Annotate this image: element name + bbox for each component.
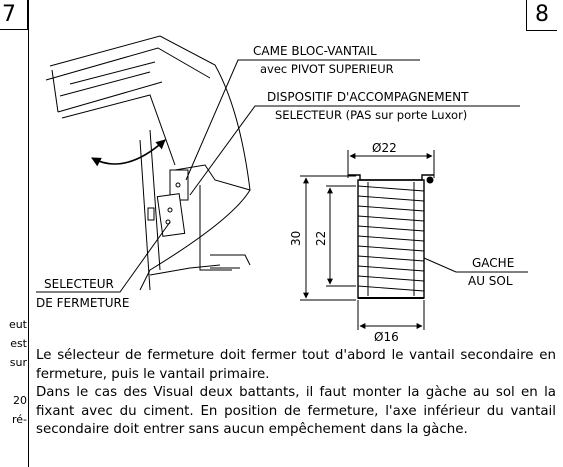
callout-came-title: CAME BLOC-VANTAIL	[253, 44, 377, 58]
callout-selecteur-subtitle: DE FERMETURE	[36, 296, 130, 310]
paragraph-gache: Dans le cas des Visual deux battants, il…	[36, 385, 556, 438]
callout-dispositif-title: DISPOSITIF D'ACCOMPAGNEMENT	[267, 90, 469, 104]
leader-selecteur	[36, 221, 171, 293]
dim-outer-height-label: 30	[289, 231, 303, 246]
rotation-arrow	[91, 139, 166, 167]
page-number-left: 7	[0, 0, 28, 30]
callout-gache-title: GACHE	[472, 256, 515, 270]
dim-inner-height-label: 22	[314, 231, 328, 246]
side-fragment: sur	[9, 356, 27, 369]
callout-dispositif-subtitle: SELECTEUR (PAS sur porte Luxor)	[275, 108, 468, 122]
dim-top-ext	[347, 150, 435, 178]
page-number-right: 8	[526, 0, 557, 31]
side-fragment: eut	[8, 318, 27, 331]
side-fragment: 20	[13, 394, 27, 407]
callout-gache-subtitle: AU SOL	[468, 274, 513, 288]
gache-section	[348, 174, 434, 299]
page-divider	[28, 0, 29, 467]
door-frame-outline	[49, 35, 251, 291]
callout-selecteur-title: SELECTEUR	[44, 277, 114, 291]
side-fragment: est	[10, 337, 27, 350]
dim-bottom-label: Ø16	[374, 330, 399, 344]
callout-came-subtitle: avec PIVOT SUPERIEUR	[260, 62, 394, 76]
paragraph-selector: Le sélecteur de fermeture doit fermer to…	[36, 348, 556, 382]
leader-gache	[423, 257, 528, 273]
instruction-text: Le sélecteur de fermeture doit fermer to…	[36, 347, 556, 440]
side-fragment: ré-	[11, 413, 27, 426]
dim-top-label: Ø22	[372, 141, 397, 155]
leader-dispositif	[189, 105, 520, 196]
leader-came	[185, 59, 420, 181]
